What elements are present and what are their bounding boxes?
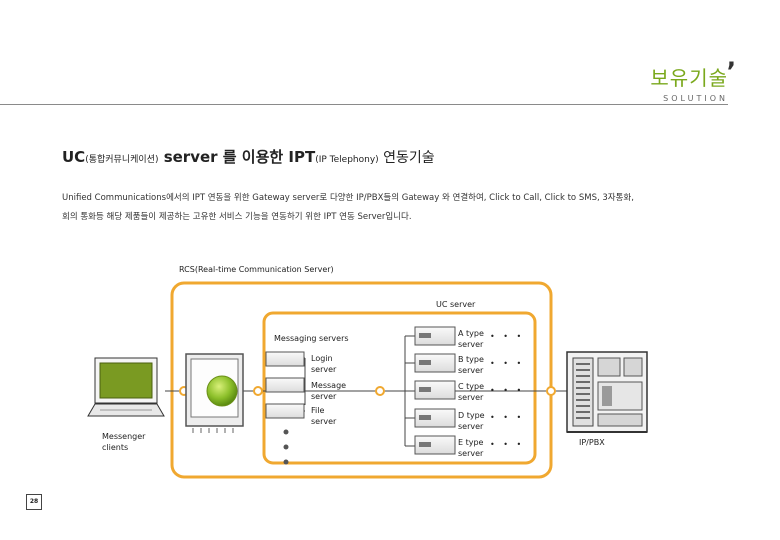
e-type-line2: server <box>458 449 484 458</box>
b-type-line2: server <box>458 366 484 375</box>
e-type-server-label: E type server <box>458 437 483 459</box>
page-number: 28 <box>26 494 42 510</box>
a-type-line1: A type <box>458 329 484 338</box>
heading-suffix: 연동기술 <box>378 150 435 166</box>
connector-dot-pbx <box>546 386 556 396</box>
message-server-label: Message server <box>311 380 346 402</box>
file-server-line2: server <box>311 417 337 426</box>
e-type-ellipsis: • • • <box>490 440 525 449</box>
rcs-label: RCS(Real-time Communication Server) <box>179 265 334 274</box>
messaging-server-boxes <box>265 351 305 419</box>
message-server-line2: server <box>311 392 337 401</box>
type-server-b-icon <box>414 353 456 373</box>
page-title: 보유기술 <box>650 66 728 90</box>
laptop-icon <box>87 357 165 417</box>
connector-dot-uc <box>375 386 385 396</box>
file-server-label: File server <box>311 405 336 427</box>
c-type-server-label: C type server <box>458 381 484 403</box>
heading-ip-telephony: (IP Telephony) <box>315 155 379 165</box>
heading-uc-korean: (통합커뮤니케이션) <box>85 155 159 165</box>
b-type-line1: B type <box>458 355 484 364</box>
d-type-ellipsis: • • • <box>490 413 525 422</box>
description-line-2: 회의 통화등 해당 제품들이 제공하는 고유한 서비스 기능을 연동하기 위한 … <box>62 212 412 222</box>
e-type-line1: E type <box>458 438 484 447</box>
connector-dot-rcs <box>253 386 263 396</box>
a-type-ellipsis: • • • <box>490 332 525 341</box>
a-type-line2: server <box>458 340 484 349</box>
login-server-line2: server <box>311 365 337 374</box>
heading-uc: UC <box>62 148 86 166</box>
message-server-line1: Message <box>311 381 347 390</box>
page-subtitle: SOLUTION <box>663 94 728 103</box>
b-type-server-label: B type server <box>458 354 484 376</box>
messaging-servers-label: Messaging servers <box>274 334 349 343</box>
header-apostrophe: , <box>726 44 736 72</box>
uc-server-boundary <box>262 311 537 465</box>
messaging-servers-ellipsis <box>283 429 289 465</box>
messenger-clients-label: Messenger clients <box>102 432 146 452</box>
rcs-boundary <box>170 281 553 479</box>
ip-pbx-icon <box>566 351 648 433</box>
d-type-line2: server <box>458 422 484 431</box>
header-divider <box>0 104 728 105</box>
type-server-a-icon <box>414 326 456 346</box>
d-type-line1: D type <box>458 411 485 420</box>
a-type-server-label: A type server <box>458 328 484 350</box>
section-heading: UC(통합커뮤니케이션) server 를 이용한 IPT(IP Telepho… <box>62 146 435 167</box>
rcs-server-icon <box>185 353 244 433</box>
file-server-line1: File <box>311 406 325 415</box>
c-type-ellipsis: • • • <box>490 386 525 395</box>
c-type-line1: C type <box>458 382 484 391</box>
ip-pbx-label: IP/PBX <box>579 438 605 447</box>
login-server-label: Login server <box>311 353 336 375</box>
heading-server-ipt: server 를 이용한 IPT <box>158 148 316 166</box>
c-type-line2: server <box>458 393 484 402</box>
uc-server-label: UC server <box>436 300 476 309</box>
type-server-e-icon <box>414 435 456 455</box>
type-server-d-icon <box>414 408 456 428</box>
d-type-server-label: D type server <box>458 410 485 432</box>
login-server-line1: Login <box>311 354 333 363</box>
b-type-ellipsis: • • • <box>490 359 525 368</box>
type-server-icons <box>414 326 456 455</box>
type-server-c-icon <box>414 380 456 400</box>
description-line-1: Unified Communications에서의 IPT 연동을 위한 Gat… <box>62 193 634 203</box>
